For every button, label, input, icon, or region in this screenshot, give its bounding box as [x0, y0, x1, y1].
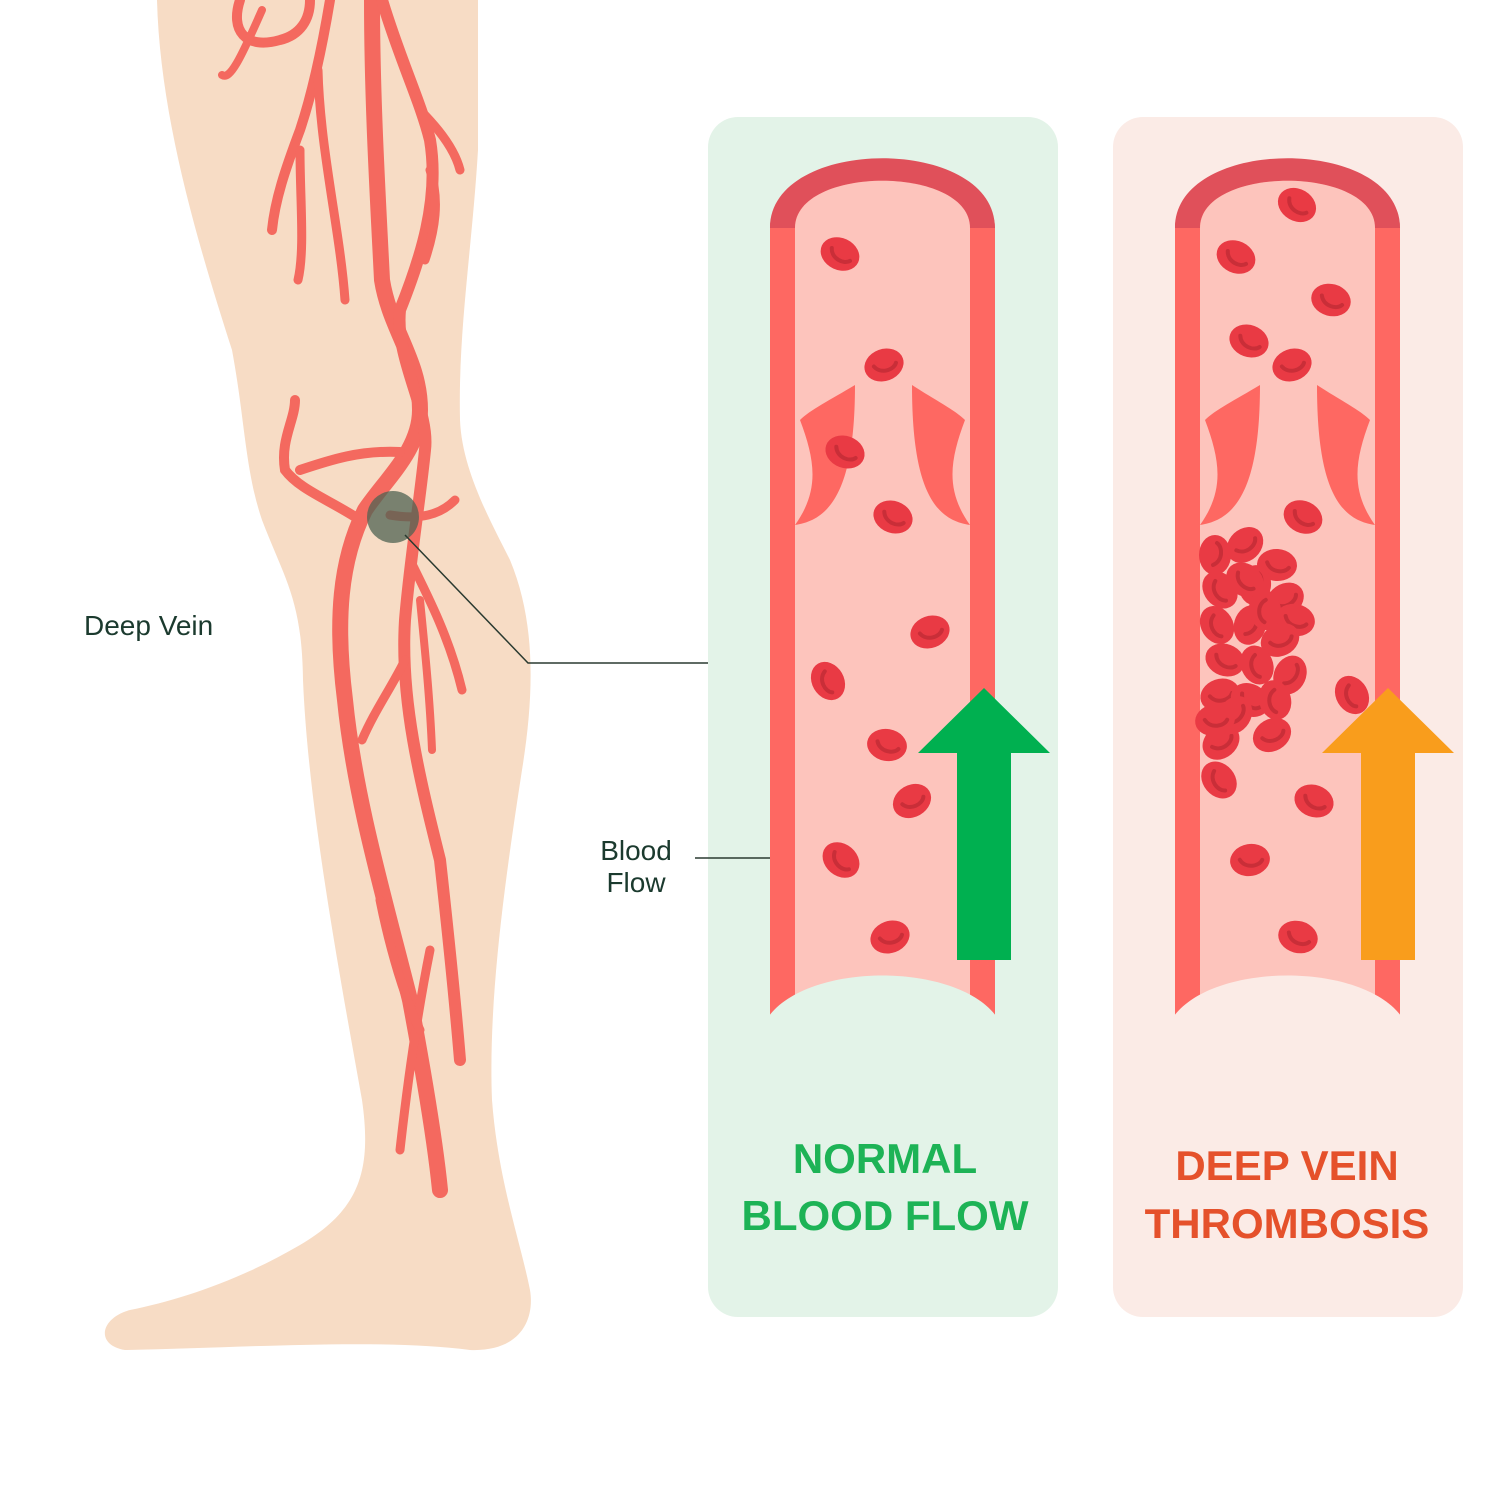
red-blood-cell — [1229, 324, 1269, 358]
red-blood-cell — [1294, 784, 1334, 818]
leg-skin — [104, 0, 531, 1351]
valve-right — [912, 385, 970, 525]
normal-title-line1: NORMAL — [793, 1135, 977, 1182]
blood-flow-label-line1: Blood — [600, 835, 672, 866]
blood-flow-label-line2: Flow — [606, 867, 666, 898]
red-blood-cell — [1240, 645, 1274, 685]
normal-flow-arrow — [918, 688, 1050, 960]
red-blood-cell — [1230, 843, 1270, 877]
red-blood-cell — [1216, 240, 1256, 274]
valve-right — [1317, 385, 1375, 525]
red-blood-cell — [910, 615, 950, 649]
red-blood-cell — [870, 920, 910, 954]
vessel-cut-end — [1170, 975, 1405, 1030]
valve-left — [795, 385, 855, 525]
vessel-arch — [770, 158, 995, 228]
leg-illustration — [104, 0, 531, 1351]
vessel-cut-end — [765, 975, 1000, 1030]
red-blood-cell — [825, 435, 865, 469]
red-blood-cell — [822, 842, 860, 878]
red-blood-cell — [1201, 761, 1237, 799]
deep-vein-label: Deep Vein — [84, 610, 213, 641]
red-blood-cell — [1252, 717, 1292, 753]
red-blood-cell — [1260, 623, 1300, 657]
red-blood-cell — [1283, 500, 1323, 534]
red-blood-cell — [1334, 675, 1370, 715]
red-blood-cell — [873, 500, 913, 534]
red-blood-cell — [1277, 187, 1317, 223]
red-blood-cell — [1205, 643, 1245, 677]
red-blood-cell — [1226, 527, 1264, 563]
red-blood-cell — [1199, 605, 1235, 645]
vessel-arch — [1175, 158, 1400, 228]
veins — [218, 0, 467, 1198]
deep-vein-marker — [367, 491, 419, 543]
dvt-flow-arrow — [1322, 688, 1454, 960]
red-blood-cell — [1195, 703, 1235, 737]
dvt-title-line1: DEEP VEIN — [1175, 1142, 1398, 1189]
normal-vessel — [765, 158, 1000, 1030]
valve-left — [1200, 385, 1260, 525]
red-blood-cell — [1258, 680, 1292, 720]
deep-vein-leader-line — [404, 534, 708, 664]
red-blood-cell — [810, 661, 846, 701]
red-blood-cell — [820, 237, 860, 271]
red-blood-cell — [1311, 283, 1351, 317]
dvt-title-line2: THROMBOSIS — [1145, 1200, 1430, 1247]
red-blood-cell — [1272, 348, 1312, 382]
normal-title-line2: BLOOD FLOW — [742, 1192, 1029, 1239]
red-blood-cell — [1248, 590, 1282, 630]
red-blood-cell — [867, 728, 907, 762]
dvt-vessel — [1170, 158, 1405, 1030]
red-blood-cell — [892, 783, 932, 819]
red-blood-cell — [1226, 562, 1264, 598]
red-blood-cell — [864, 348, 904, 382]
red-blood-cell — [1278, 920, 1318, 954]
vessel-lumen — [795, 180, 970, 1010]
red-blood-cell — [1199, 535, 1231, 575]
